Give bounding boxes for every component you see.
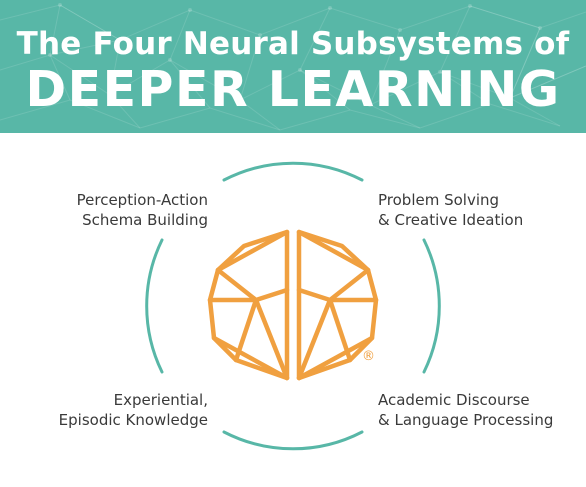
subsystem-label-line: Perception-Action xyxy=(76,191,208,209)
title-line-2: DEEPER LEARNING xyxy=(25,61,561,118)
brain-logo-icon xyxy=(207,229,379,381)
ring-arc-left xyxy=(145,238,164,374)
ring-arc-right xyxy=(422,238,441,374)
subsystem-label-line: Schema Building xyxy=(82,211,208,229)
subsystem-label-line: Experiential, xyxy=(113,391,208,409)
subsystem-label-line: Episodic Knowledge xyxy=(58,411,208,429)
subsystem-label-line: & Creative Ideation xyxy=(378,211,524,229)
subsystem-label-line: & Language Processing xyxy=(378,411,554,429)
subsystem-label-problem-solving: Problem Solving & Creative Ideation xyxy=(378,190,523,230)
subsystem-label-line: Problem Solving xyxy=(378,191,500,209)
ring-arc-bottom xyxy=(222,430,364,451)
registered-mark: ® xyxy=(362,349,375,364)
subsystem-label-academic-discourse: Academic Discourse & Language Processing xyxy=(378,390,553,430)
title-line-1: The Four Neural Subsystems of xyxy=(16,26,570,62)
network-pattern-background xyxy=(0,3,586,131)
title-banner: The Four Neural Subsystems of DEEPER LEA… xyxy=(0,0,586,133)
subsystem-label-perception-action: Perception-Action Schema Building xyxy=(77,190,208,230)
ring-arc-top xyxy=(222,161,364,182)
subsystem-label-line: Academic Discourse xyxy=(378,391,530,409)
subsystem-label-experiential: Experiential, Episodic Knowledge xyxy=(59,390,208,430)
